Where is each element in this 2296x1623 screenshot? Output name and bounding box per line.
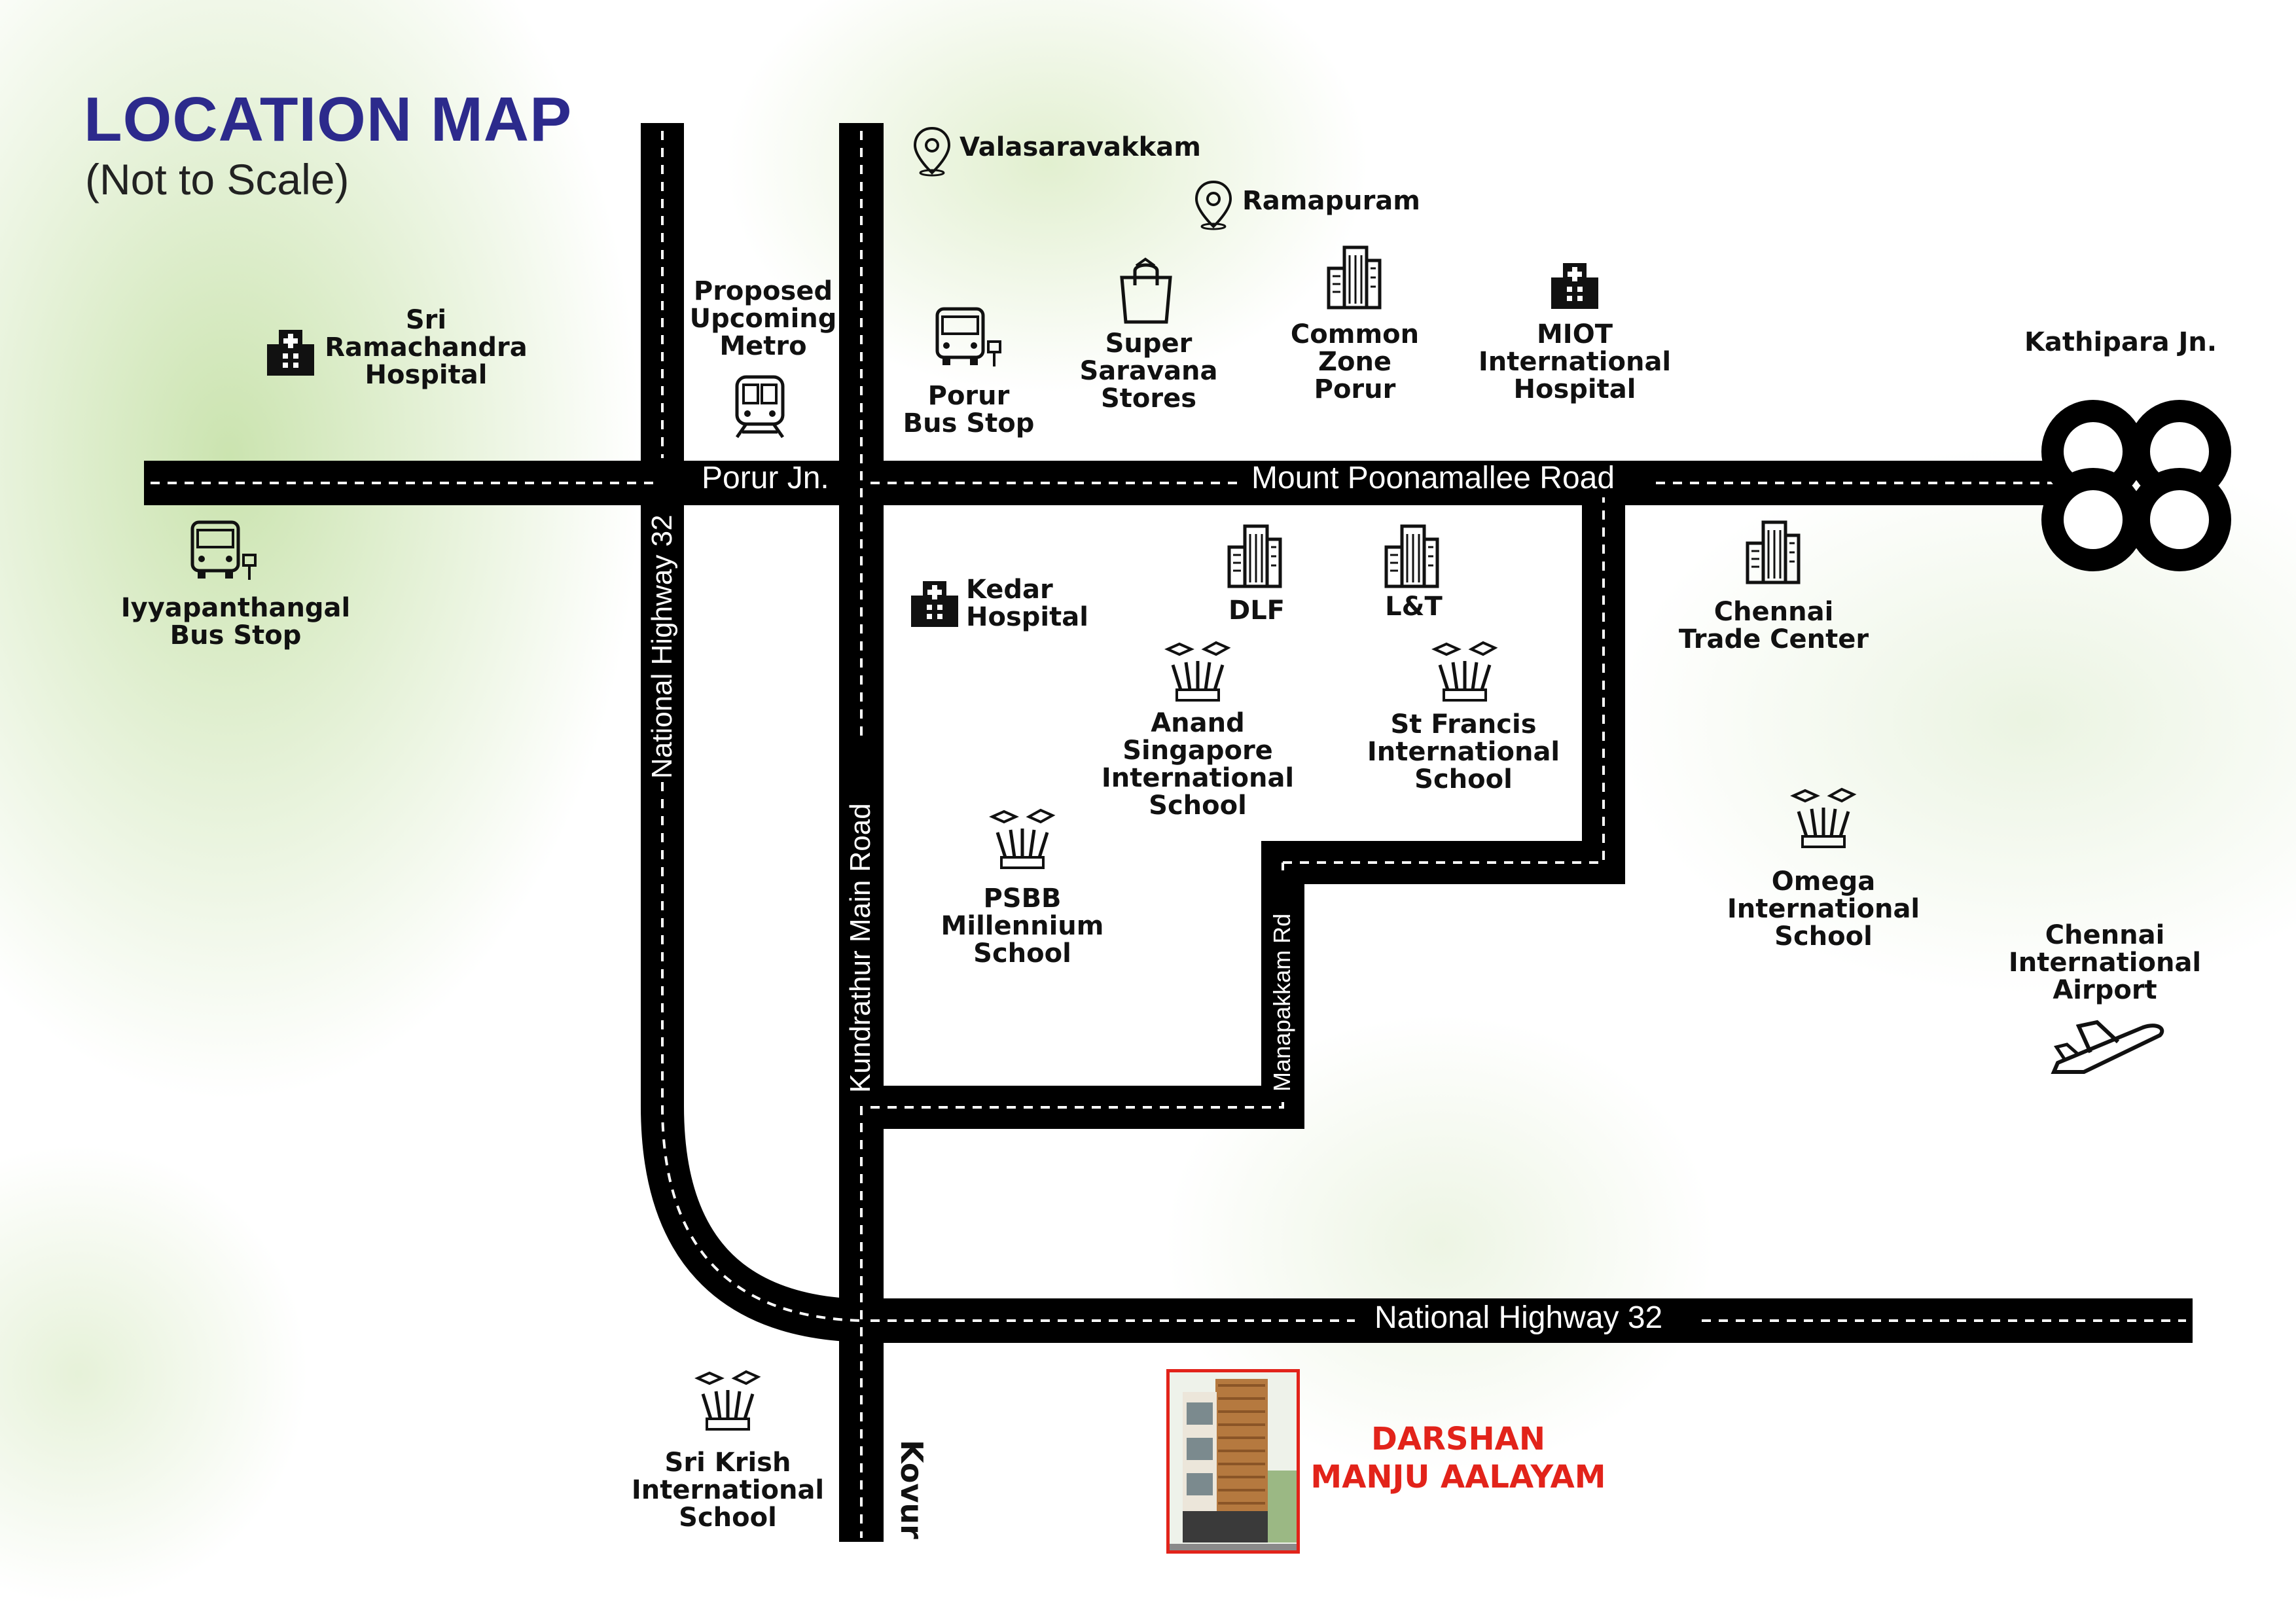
bus-stop-icon [190, 520, 257, 580]
map-title: LOCATION MAP [84, 84, 573, 154]
road-label-porur-jn: Porur Jn. [702, 461, 829, 495]
place-label-psbb: PSBB Millennium School [941, 883, 1104, 969]
road-label-nh32-horizontal: National Highway 32 [1374, 1300, 1663, 1335]
location-pin-icon [913, 126, 951, 177]
place-label-valasaravakkam: Valasaravakkam [960, 132, 1201, 162]
project-building-image [1166, 1369, 1300, 1554]
location-pin-icon [1194, 180, 1232, 230]
map-subtitle: (Not to Scale) [85, 155, 350, 204]
place-label-saravana: Super Saravana Stores [1079, 329, 1218, 414]
road-label-manapakkam: Manapakkam Rd [1268, 913, 1295, 1092]
office-building-icon [1384, 524, 1439, 588]
road-label-nh32-vertical: National Highway 32 [646, 514, 678, 779]
bus-stop-icon [935, 307, 1001, 366]
graduation-school-icon [1164, 641, 1231, 702]
airplane-icon [2051, 1020, 2164, 1074]
graduation-school-icon [989, 808, 1056, 869]
office-building-icon [1327, 245, 1382, 310]
place-label-sri-krish: Sri Krish International School [631, 1448, 825, 1533]
place-label-iyyappanthangal: Iyyapanthangal Bus Stop [120, 593, 351, 651]
hospital-icon [267, 330, 314, 376]
graduation-school-icon [1790, 787, 1857, 848]
cloverleaf-junction-icon [2041, 400, 2231, 571]
shopping-bag-icon [1120, 257, 1172, 324]
place-label-common-zone: Common Zone Porur [1290, 319, 1420, 404]
place-label-dlf: DLF [1228, 596, 1285, 626]
place-label-ramapuram: Ramapuram [1242, 186, 1420, 216]
road-label-kundrathur: Kundrathur Main Road [844, 803, 876, 1093]
hospital-icon [911, 581, 958, 627]
road-label-kovur: Kovur [894, 1440, 929, 1539]
hospital-icon [1551, 263, 1598, 309]
place-label-kathipara: Kathipara Jn. [2024, 327, 2217, 357]
place-label-chennai-trade: Chennai Trade Center [1678, 597, 1869, 654]
place-label-airport: Chennai International Airport [2008, 920, 2202, 1005]
metro-train-icon [735, 375, 785, 438]
place-label-kedar: Kedar Hospital [966, 575, 1088, 632]
place-label-st-francis: St Francis International School [1367, 709, 1560, 794]
office-building-icon [1227, 524, 1282, 588]
place-label-metro: Proposed Upcoming Metro [689, 276, 837, 361]
place-label-miot: MIOT International Hospital [1478, 319, 1672, 404]
place-label-porur-bus: Porur Bus Stop [903, 381, 1035, 438]
place-label-anand: Anand Singapore International School [1101, 708, 1295, 821]
graduation-school-icon [694, 1370, 761, 1431]
project-name: DARSHAN MANJU AALAYAM [1310, 1421, 1606, 1495]
place-label-lt: L&T [1385, 592, 1443, 622]
office-building-icon [1746, 520, 1801, 584]
road-label-mount-poonamallee: Mount Poonamallee Road [1251, 461, 1615, 495]
place-label-omega: Omega International School [1727, 866, 1920, 952]
place-label-sri-ramachandra: Sri Ramachandra Hospital [325, 305, 528, 390]
graduation-school-icon [1431, 641, 1498, 702]
